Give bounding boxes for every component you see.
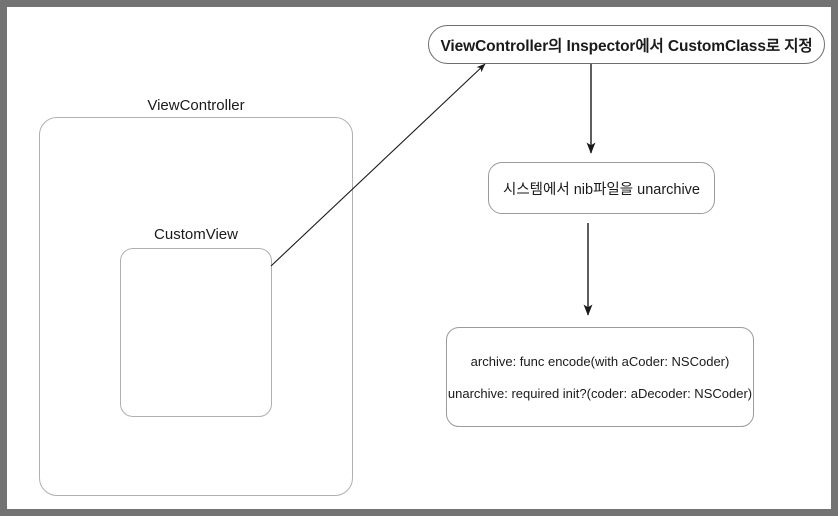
customview-group-box[interactable] xyxy=(120,248,272,417)
diagram-canvas: ViewController CustomView ViewController… xyxy=(7,7,831,509)
inspector-customclass-node[interactable]: ViewController의 Inspector에서 CustomClass로… xyxy=(428,25,825,64)
nib-unarchive-node[interactable]: 시스템에서 nib파일을 unarchive xyxy=(488,162,715,214)
viewcontroller-group-box[interactable] xyxy=(39,117,353,496)
coder-methods-node[interactable]: archive: func encode(with aCoder: NSCode… xyxy=(446,327,754,427)
customview-group-label: CustomView xyxy=(154,226,238,243)
unarchive-method-line: unarchive: required init?(coder: aDecode… xyxy=(447,385,753,401)
viewcontroller-group-label: ViewController xyxy=(147,97,245,114)
archive-method-line: archive: func encode(with aCoder: NSCode… xyxy=(470,353,730,369)
